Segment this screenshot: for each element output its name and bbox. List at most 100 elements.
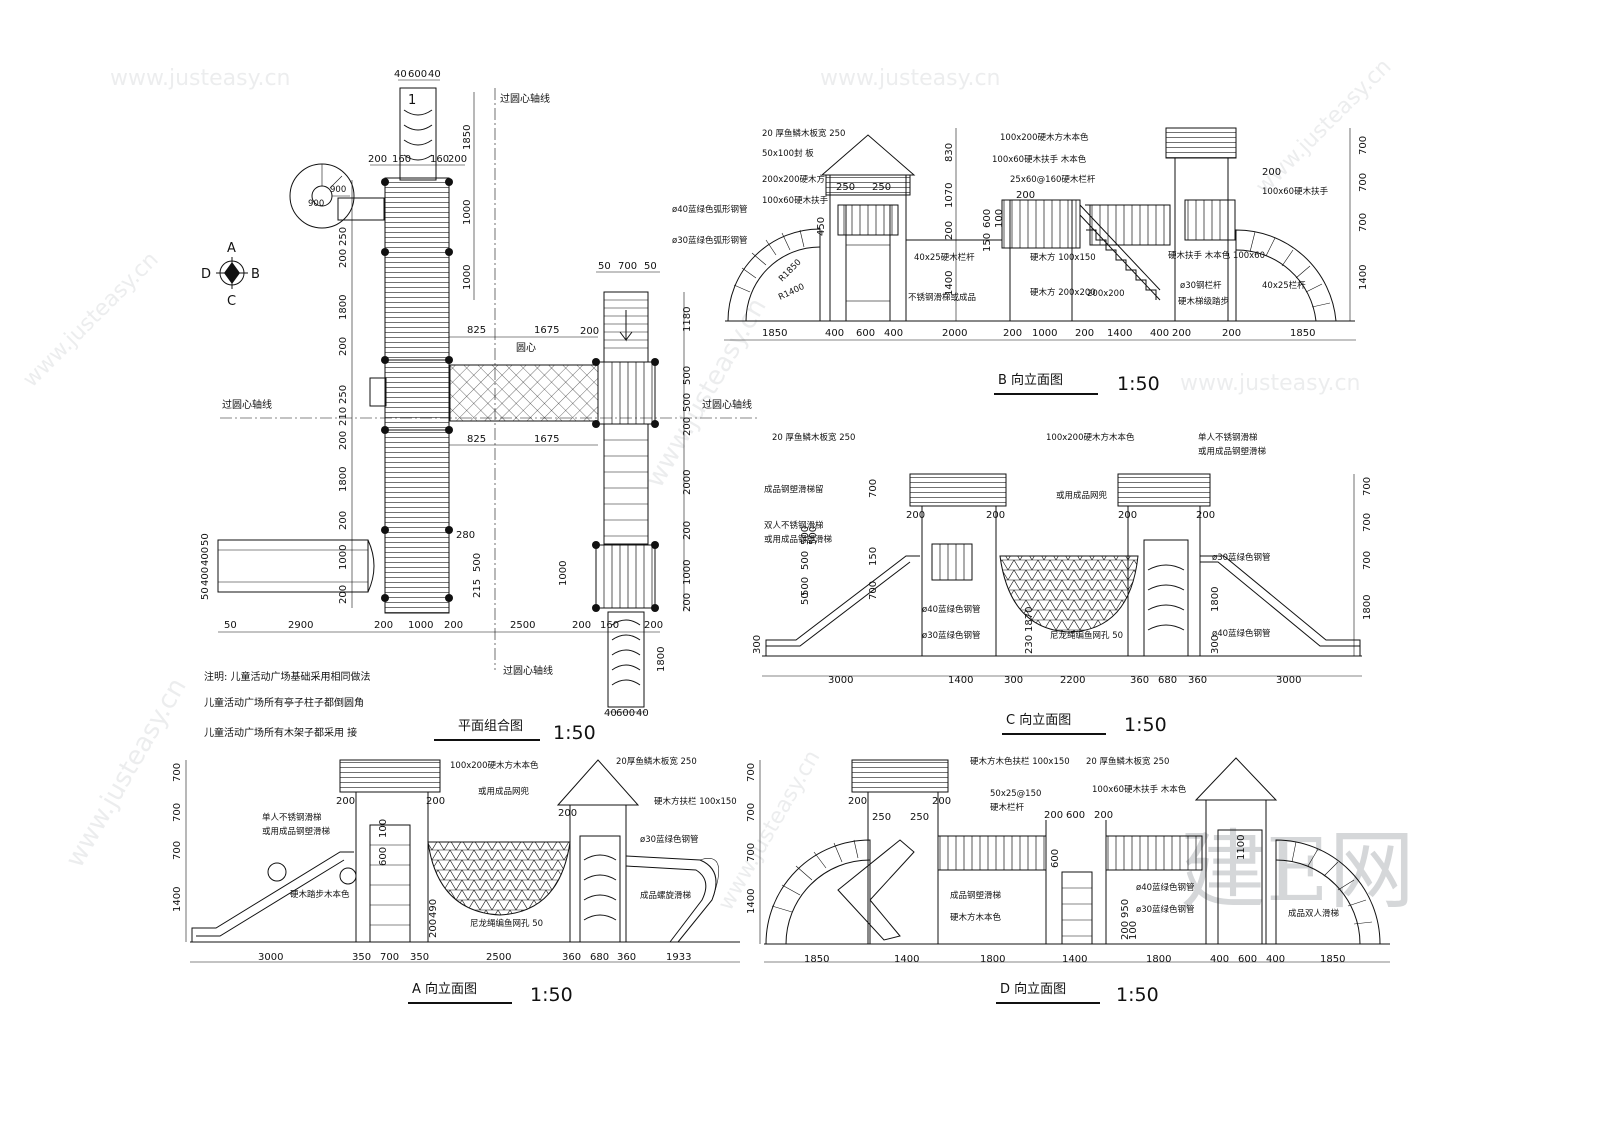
elevation-c-title: C 向立面图 [1006, 712, 1071, 728]
svg-text:1: 1 [408, 93, 416, 108]
dim: 40 [428, 69, 441, 80]
dim: 700 [868, 581, 879, 600]
dim: 2000 [682, 470, 693, 495]
dim: 200 [374, 620, 393, 631]
dim: 950 [1120, 899, 1131, 918]
callout: 硬木栏杆 [990, 802, 1025, 813]
dim: 1000 [462, 265, 473, 290]
axis-label: 过圆心轴线 [702, 398, 752, 411]
callout: 或用成品钢塑滑梯 [1198, 446, 1267, 457]
note-line: 注明: 儿童活动广场基础采用相同做法 [204, 670, 371, 683]
callout: ø30蓝绿色钢管 [922, 630, 981, 641]
dim: 300 [1004, 675, 1023, 686]
dim: 250 [872, 812, 891, 823]
dim: 1850 [462, 125, 473, 150]
dim: 215 [472, 579, 483, 598]
elevation-d: 硬木方木色扶栏 100x150 20 厚鱼鳞木板宽 250 50x25@150 … [746, 756, 1390, 1006]
callout: R1400 [777, 282, 806, 303]
direction-compass: A B C D [201, 241, 260, 309]
dim: 400 [1210, 954, 1229, 965]
dim: 200 [368, 154, 387, 165]
dim: 1400 [948, 675, 973, 686]
dim: 400 [200, 547, 211, 566]
dim: 700 [1358, 136, 1369, 155]
callout: 硬木踏步木本色 [290, 889, 350, 900]
dim: 500 [682, 393, 693, 412]
callout: 单人不锈钢滑梯 [262, 812, 322, 823]
dim: 200 [682, 593, 693, 612]
callout: 20 厚鱼鳞木板宽 250 [762, 128, 845, 139]
callout: 尼龙绳编鱼网孔 50 [470, 918, 543, 929]
callout: 硬木方木色扶栏 100x150 [970, 756, 1070, 767]
callout: ø40蓝绿色钢管 [1136, 882, 1195, 893]
callout: 或用成品钢塑滑梯 [262, 826, 331, 837]
dim: 100 [994, 209, 1005, 228]
dim: 700 [1362, 551, 1373, 570]
dim: 450 [816, 217, 827, 236]
dim: 200 [986, 510, 1005, 521]
dim: 200 [338, 431, 349, 450]
dim: 200 [682, 417, 693, 436]
compass-label-c: C [227, 294, 236, 309]
dim: 700 [746, 803, 757, 822]
dim: 200 [1075, 328, 1094, 339]
dim: 200 [448, 154, 467, 165]
callout: ø30蓝绿色钢管 [640, 834, 699, 845]
callout: 硬木方 100x150 [1030, 252, 1096, 263]
callout: 硬木方木本色 [950, 912, 1002, 923]
callout: 或用成品钢塑滑梯 [764, 534, 833, 545]
dim: 360 [617, 952, 636, 963]
dim: 360 [1130, 675, 1149, 686]
dim: 50 [224, 620, 237, 631]
callout: 20厚鱼鳞木板宽 250 [616, 756, 697, 767]
dim: 3000 [828, 675, 853, 686]
dim: 600 [856, 328, 875, 339]
watermark-text: www.justeasy.cn [18, 247, 163, 392]
dim: 1870 [1024, 607, 1035, 632]
dim: 2200 [1060, 675, 1085, 686]
dim: 400 [884, 328, 903, 339]
note-line: 儿童活动广场所有木架子都采用 接 [204, 726, 357, 739]
dim: 1000 [558, 561, 569, 586]
dim: 200 [1120, 921, 1131, 940]
dim: 700 [1358, 213, 1369, 232]
callout: 40x25栏杆 [1262, 280, 1306, 291]
dim: 825 [467, 434, 486, 445]
dim: 700 [746, 763, 757, 782]
dim: 1400 [894, 954, 919, 965]
spiral-dim: 900 [330, 185, 346, 195]
callout: 100x200硬木方木本色 [1046, 432, 1135, 443]
dim: 400 [200, 567, 211, 586]
dim: 600 [1050, 849, 1061, 868]
dim: 200 [336, 796, 355, 807]
dim: 200 [906, 510, 925, 521]
dim: 150 [868, 547, 879, 566]
callout: 或用成品网兜 [1056, 490, 1108, 501]
callout: 成品双人滑梯 [1288, 908, 1340, 919]
callout: ø30钢栏杆 [1180, 280, 1222, 291]
dim: 160 [392, 154, 411, 165]
dim: 1800 [338, 295, 349, 320]
dim: 200 [338, 249, 349, 268]
dim: 1675 [534, 434, 559, 445]
dim: 2900 [288, 620, 313, 631]
dim: 250 [872, 182, 891, 193]
callout: 硬木扶手 木本色 100x60 [1168, 250, 1265, 261]
dim: 400 [825, 328, 844, 339]
dim: 210 [338, 407, 349, 426]
dim: 700 [172, 803, 183, 822]
dim: 200 [1016, 190, 1035, 201]
dim: 500 [800, 551, 811, 570]
dim: 250 [338, 385, 349, 404]
dim: 600 [1066, 810, 1085, 821]
dim: 1800 [656, 647, 667, 672]
dim: 600 [982, 209, 993, 228]
elevation-c-scale: 1:50 [1124, 714, 1167, 736]
brand-watermark: 建E网 [1180, 821, 1415, 921]
dim: 1000 [462, 200, 473, 225]
dim: 250 [910, 812, 929, 823]
dim: 250 [836, 182, 855, 193]
dim: 500 [800, 577, 811, 596]
elevation-d-title: D 向立面图 [1000, 981, 1066, 997]
dim: 250 [338, 227, 349, 246]
